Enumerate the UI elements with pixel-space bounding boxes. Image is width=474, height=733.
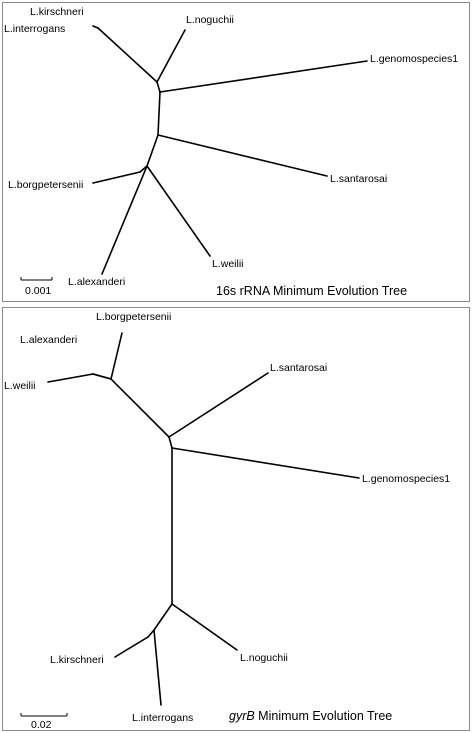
branch-inner-2 [157,91,161,136]
branch-alexanderi [101,165,148,275]
tree-16s: L.kirschneri L.interrogans L.noguchii L.… [4,6,458,298]
tree-title-gyrb-gene: gyrB [229,709,255,723]
branch-kirschneri-interrogans [92,25,99,29]
tree-title-gyrb: gyrB Minimum Evolution Tree [229,709,392,723]
branch-noguchii [171,603,238,651]
scale-bar-gyrb [20,713,68,717]
branch-borgpetersenii-tip [92,171,141,184]
leaf-label-kirschneri: L.kirschneri [30,6,84,18]
branch-kirschneri [147,629,155,638]
branch-genomospecies1 [159,60,368,93]
branch-weilii [146,165,211,257]
scale-label-gyrb: 0.02 [31,719,52,731]
scale-bar-16s [20,277,53,281]
leaf-label-genomospecies1: L.genomospecies1 [370,53,458,65]
branch-inner-1 [92,373,112,380]
branch-genomospecies1 [171,447,360,479]
branch-noguchii [156,29,186,83]
branch-inner-3 [146,134,159,167]
leaf-label-weilii: L.weilii [4,380,36,392]
leaf-label-santarosai: L.santarosai [330,173,387,185]
leaf-label-borgpetersenii: L.borgpetersenii [8,179,83,191]
branch-borgpetersenii [110,332,123,380]
branch-kirschneri-interrogans-stem [97,27,158,83]
branch-inner-5 [153,603,173,631]
branch-santarosai [157,134,328,177]
branch-santarosai [168,372,269,438]
branch-inner-3 [168,436,173,449]
tree-title-gyrb-rest: Minimum Evolution Tree [255,709,393,723]
branch-interrogans [153,629,162,706]
leaf-label-weilii: L.weilii [212,258,244,270]
leaf-label-alexanderi: L.alexanderi [20,334,77,346]
leaf-label-santarosai: L.santarosai [270,362,327,374]
branch-kirschneri-tip [114,636,149,658]
scale-label-16s: 0.001 [25,285,51,297]
tree-panel-16s [2,2,470,302]
leaf-label-noguchii: L.noguchii [186,14,234,26]
branch-weilii [47,373,94,383]
leaf-label-genomospecies1: L.genomospecies1 [362,473,450,485]
leaf-label-interrogans: L.interrogans [4,23,65,35]
tree-title-16s: 16s rRNA Minimum Evolution Tree [216,284,407,298]
tree-panel-gyrb [2,307,470,731]
tree-gyrb: L.borgpetersenii L.alexanderi L.weilii L… [4,311,450,731]
leaf-label-interrogans: L.interrogans [132,712,193,724]
leaf-label-borgpetersenii: L.borgpetersenii [96,311,171,323]
leaf-label-noguchii: L.noguchii [240,652,288,664]
branch-inner-1 [156,81,161,93]
branch-inner-2 [110,378,170,438]
leaf-label-alexanderi: L.alexanderi [68,276,125,288]
leaf-label-kirschneri: L.kirschneri [50,654,104,666]
